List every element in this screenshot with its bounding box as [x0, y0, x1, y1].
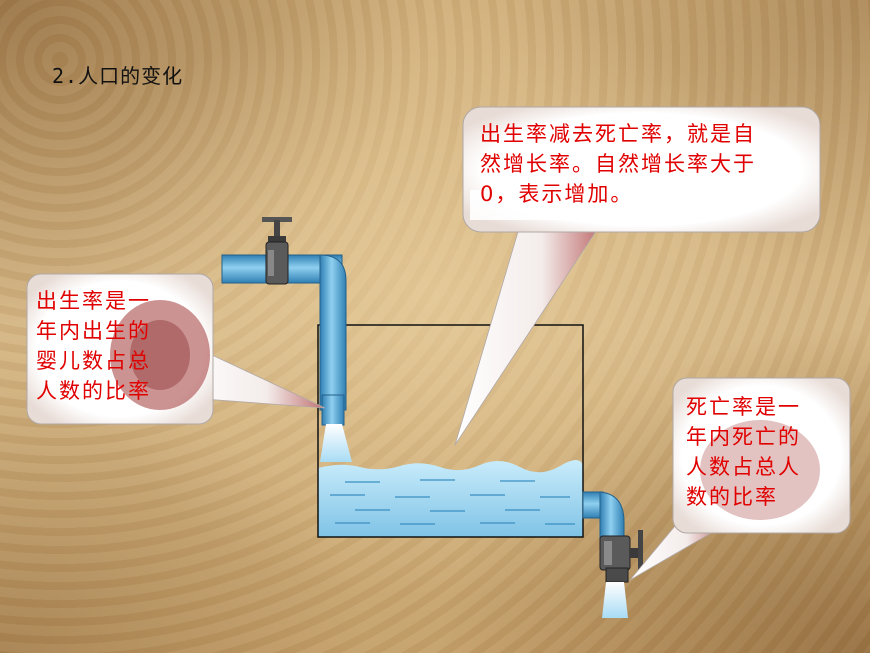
callout-natural-growth-text: 出生率减去死亡率，就是自 然增长率。自然增长率大于 0，表示增加。 [480, 119, 756, 209]
callout-natural-growth [454, 106, 821, 446]
outflow-faucet-icon [599, 530, 643, 583]
tank-water [318, 460, 583, 537]
callout-line: 出生率减去死亡率，就是自 [480, 122, 756, 146]
outflow-stream [602, 582, 628, 618]
inflow-stream [320, 424, 352, 462]
tank-outline [317, 324, 584, 538]
callout-line: 年内死亡的 [686, 425, 801, 449]
callout-line: 出生率是一 [36, 289, 151, 313]
callout-birth-rate [26, 273, 326, 425]
callout-line: 0，表示增加。 [480, 182, 634, 206]
callout-line: 数的比率 [686, 485, 778, 509]
callout-line: 婴儿数占总 [36, 349, 151, 373]
callout-line: 然增长率。自然增长率大于 [480, 152, 756, 176]
outflow-pipe [582, 491, 625, 546]
callout-line: 死亡率是一 [686, 395, 801, 419]
callout-birth-rate-text: 出生率是一 年内出生的 婴儿数占总 人数的比率 [36, 286, 151, 406]
slide-title: 2.人口的变化 [52, 64, 184, 88]
callout-death-rate [629, 377, 851, 581]
callout-line: 年内出生的 [36, 319, 151, 343]
callout-death-rate-text: 死亡率是一 年内死亡的 人数占总人 数的比率 [686, 392, 801, 512]
callout-line: 人数占总人 [686, 455, 801, 479]
inflow-faucet-icon [262, 217, 292, 285]
callout-line: 人数的比率 [36, 379, 151, 403]
